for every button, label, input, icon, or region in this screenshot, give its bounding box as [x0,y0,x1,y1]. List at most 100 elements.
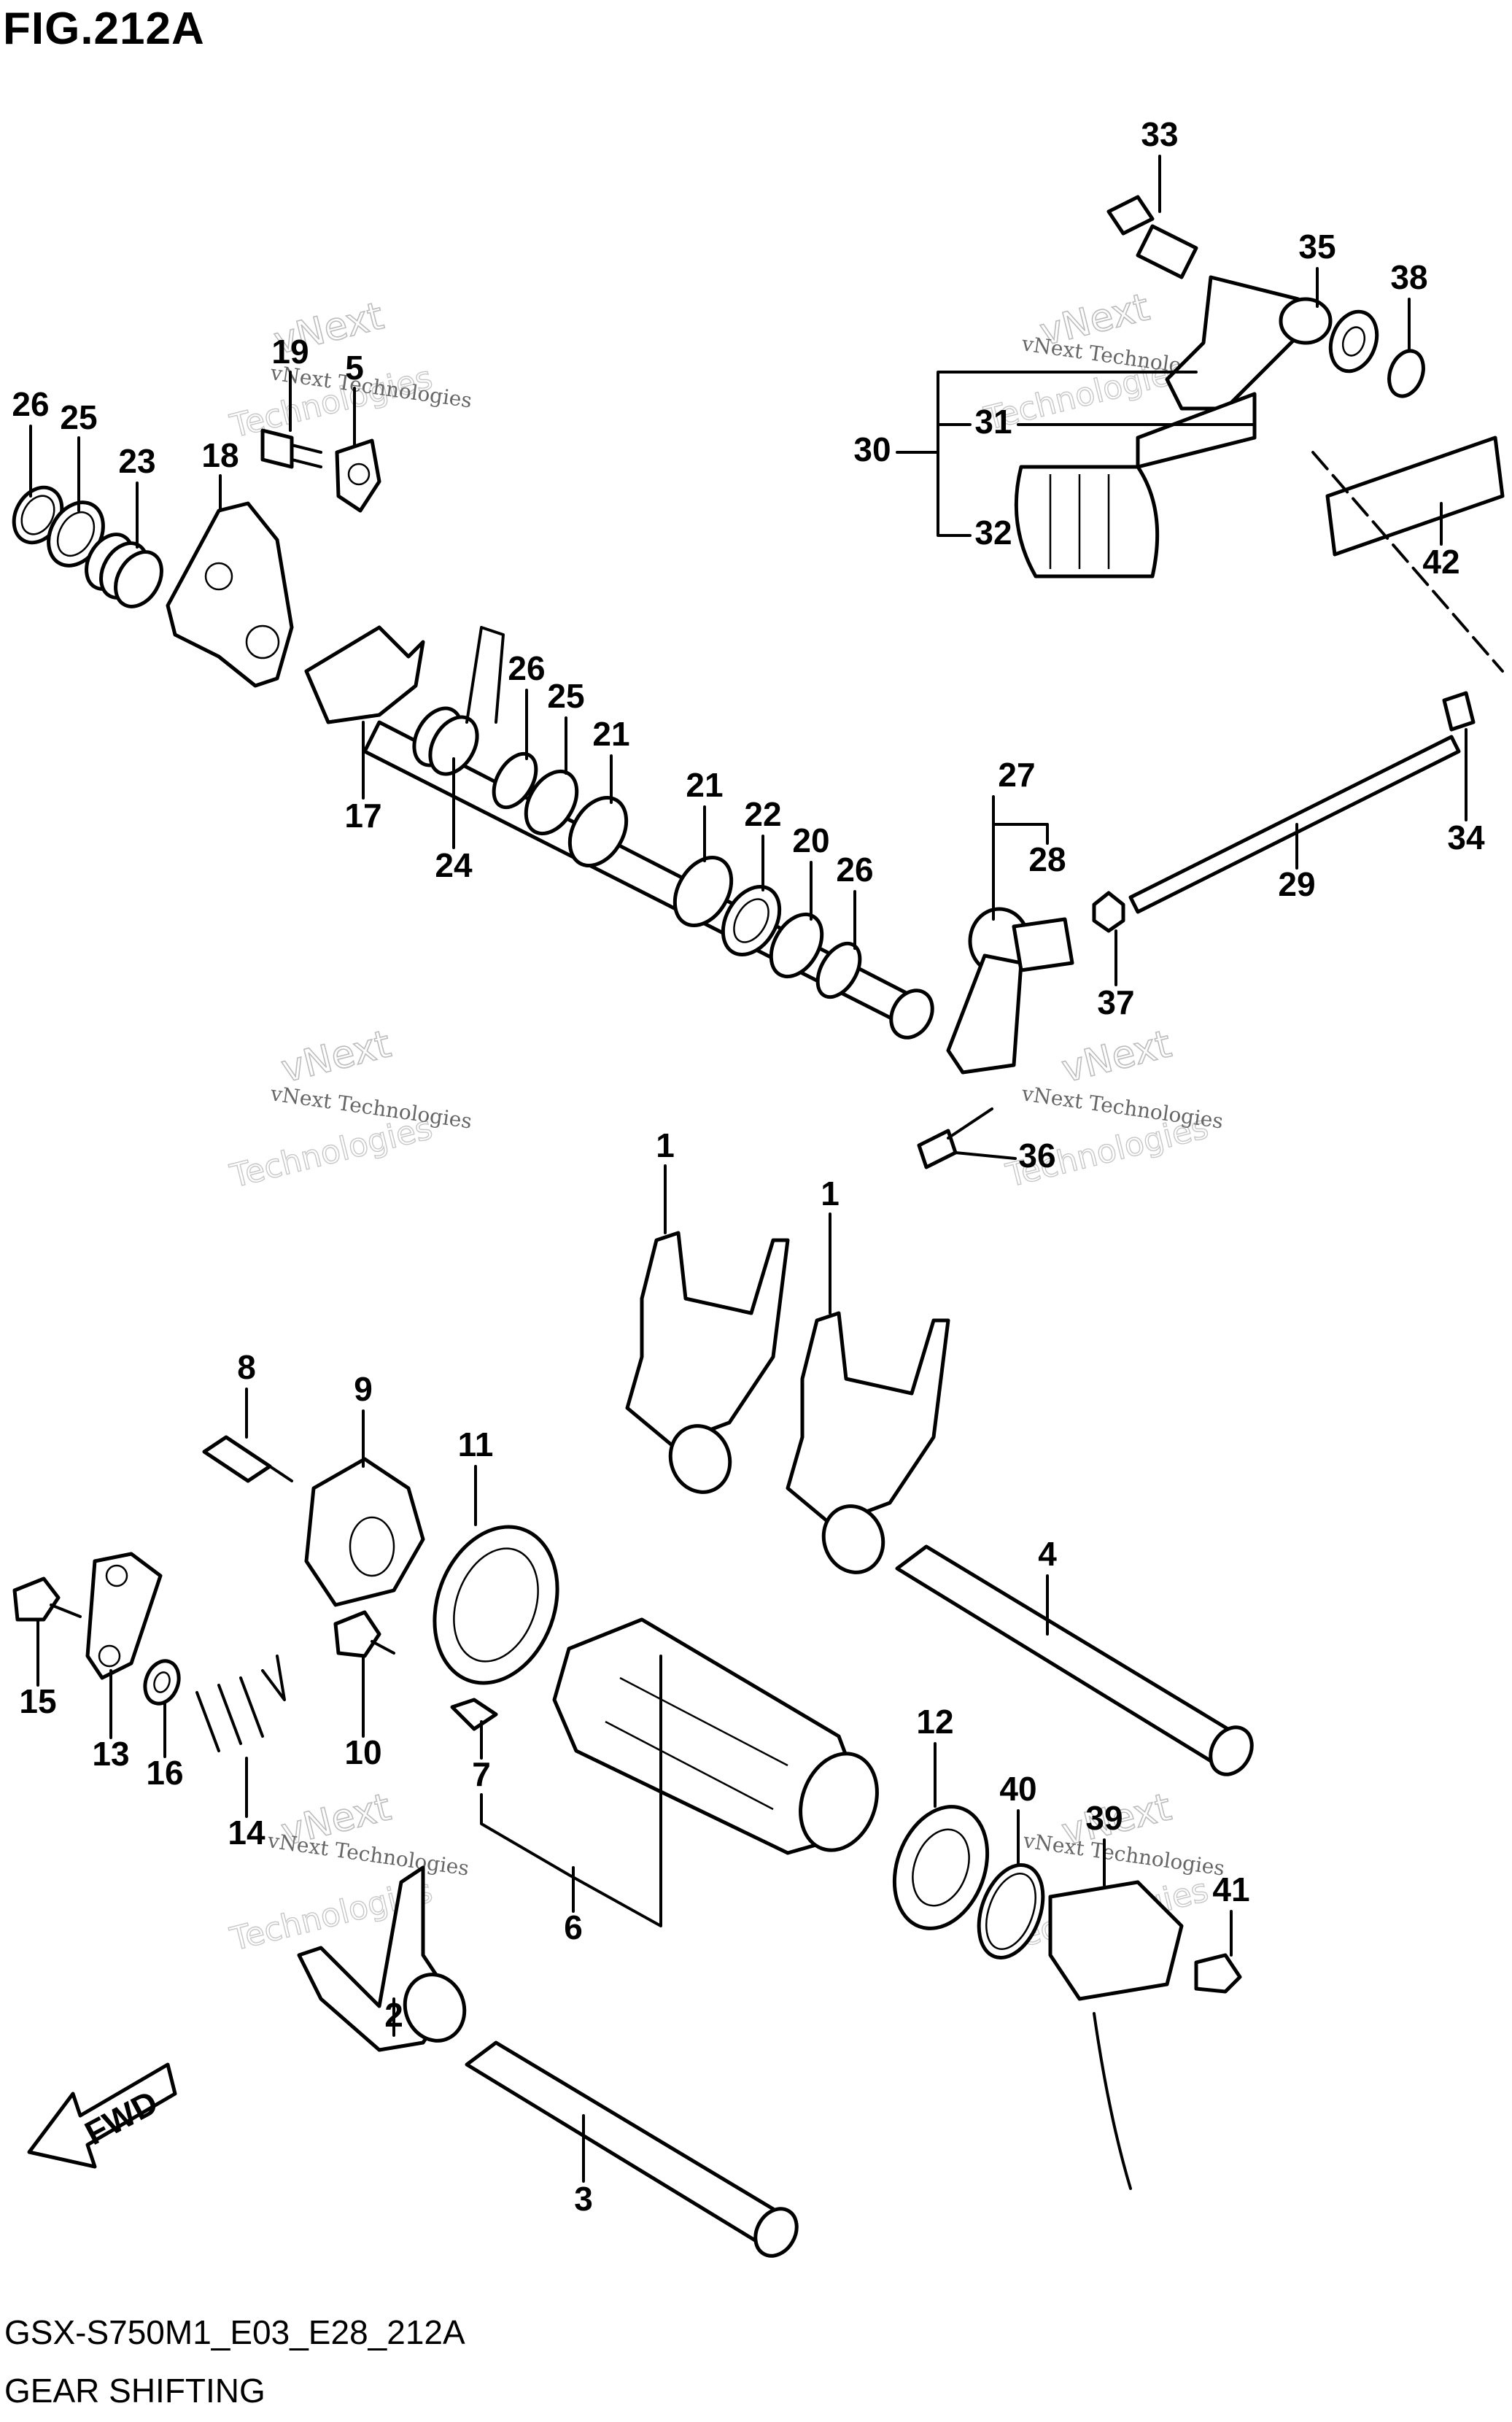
callout-c41: 41 [1212,1870,1249,1908]
watermark-brand: vNext [277,1022,395,1091]
part-bolt-41 [1194,1953,1242,1994]
watermark-lower-left: vNext Technologies vNext Technologies [226,1785,471,1959]
callout-c16: 16 [146,1754,183,1792]
part-sensor-39 [1048,1880,1184,2190]
callout-c29: 29 [1278,865,1315,903]
callout-c5: 5 [345,349,364,387]
part-shift-fork-1b [786,1311,950,1574]
callout-c31: 31 [974,403,1012,441]
part-bolt-10 [333,1610,395,1658]
callout-c24: 24 [435,846,473,884]
figure-title: FIG.212A [3,4,205,54]
part-shift-lever-30 [1136,275,1333,469]
callout-c23: 23 [118,442,155,480]
part-bearing-12 [892,1805,990,1930]
callout-c42: 42 [1422,543,1459,581]
part-shift-arm-27 [946,907,1074,1075]
watermark-text: vNext Technologies [265,1828,470,1881]
callout-c14: 14 [228,1814,265,1852]
part-shift-fork-1a [625,1231,790,1494]
part-washer-20 [769,912,824,979]
callout-c11: 11 [458,1425,494,1463]
part-washer-16 [143,1659,181,1706]
part-stopper-plate-18 [166,501,294,688]
part-oil-seal-22 [721,884,782,957]
part-fork-shaft-3 [465,2040,799,2258]
part-cam-9 [304,1457,425,1607]
callout-c9: 9 [354,1370,373,1408]
part-washer-35 [1328,309,1379,374]
callout-c15: 15 [19,1682,56,1720]
callout-c12: 12 [916,1703,953,1741]
callout-c38: 38 [1390,258,1427,296]
callout-c19: 19 [271,333,309,371]
part-spring-14 [195,1655,286,1752]
part-bushing-21a [567,795,629,868]
leader-lines [29,155,1504,2183]
part-bolt-36 [917,1107,993,1169]
callout-c36: 36 [1018,1137,1055,1175]
part-washer-25b [524,769,579,836]
callout-c1b: 1 [821,1175,840,1212]
callout-c40: 40 [999,1770,1036,1808]
part-bolt-19 [260,428,322,469]
callout-c26c: 26 [836,851,873,889]
part-circlip-38 [1387,349,1425,398]
part-pedal-rubber-32 [1014,465,1160,579]
part-bolt-15 [12,1576,82,1622]
callout-c35: 35 [1298,228,1335,266]
callout-c33: 33 [1141,115,1178,153]
part-shift-drum-6 [552,1617,879,1855]
part-fork-shaft-4 [895,1544,1254,1776]
part-cover-42 [1325,436,1505,557]
callout-c8: 8 [237,1348,256,1386]
part-bearing-11 [433,1525,559,1685]
callout-c25a: 25 [60,398,97,436]
diagram-code: GSX-S750M1_E03_E28_212A [4,2313,465,2351]
part-washer-5 [335,438,381,513]
part-return-spring-24 [412,626,505,776]
callout-c26b: 26 [508,649,545,687]
part-rod-29 [1128,691,1476,914]
callout-c18: 18 [201,436,239,474]
callout-c6: 6 [564,1908,583,1946]
part-bolt-33 [1106,195,1198,279]
callout-c13: 13 [92,1735,129,1773]
callout-c10: 10 [344,1733,381,1771]
part-o-ring-40 [977,1862,1045,1960]
part-bushing-21b [672,855,734,928]
part-circlip-26b [492,751,538,810]
callout-c37: 37 [1097,983,1134,1021]
callout-c21a: 21 [592,715,629,753]
callout-c3: 3 [574,2180,593,2218]
part-shift-fork-2 [297,1865,467,2052]
part-spring-23 [85,533,163,608]
fwd-arrow: FWD [27,2062,177,2169]
part-pin-7 [450,1698,498,1731]
callout-c26a: 26 [12,385,49,423]
callout-c17: 17 [344,797,381,835]
callout-c2: 2 [384,1996,403,2034]
watermark-text: vNext Technologies [1020,1081,1225,1134]
callout-c25b: 25 [547,677,584,715]
callout-c4: 4 [1038,1535,1057,1573]
watermark-mid-left: vNext Technologies vNext Technologies [226,1022,474,1196]
part-stopper-13 [85,1552,163,1680]
callout-c22: 22 [744,795,781,833]
watermark-brand: vNext [1058,1022,1176,1091]
callout-c34: 34 [1447,819,1485,856]
callout-c21b: 21 [686,766,723,804]
callout-c27: 27 [998,756,1035,794]
callout-c7: 7 [472,1755,491,1793]
callout-c28: 28 [1028,840,1066,878]
callout-c20: 20 [792,821,829,859]
callout-c32: 32 [974,514,1012,552]
callout-c30: 30 [853,430,891,468]
part-pin-8 [202,1435,293,1483]
diagram-name: GEAR SHIFTING [4,2372,265,2410]
part-nut-37 [1092,891,1125,933]
callout-c1a: 1 [656,1126,675,1164]
callout-c39: 39 [1085,1799,1123,1837]
